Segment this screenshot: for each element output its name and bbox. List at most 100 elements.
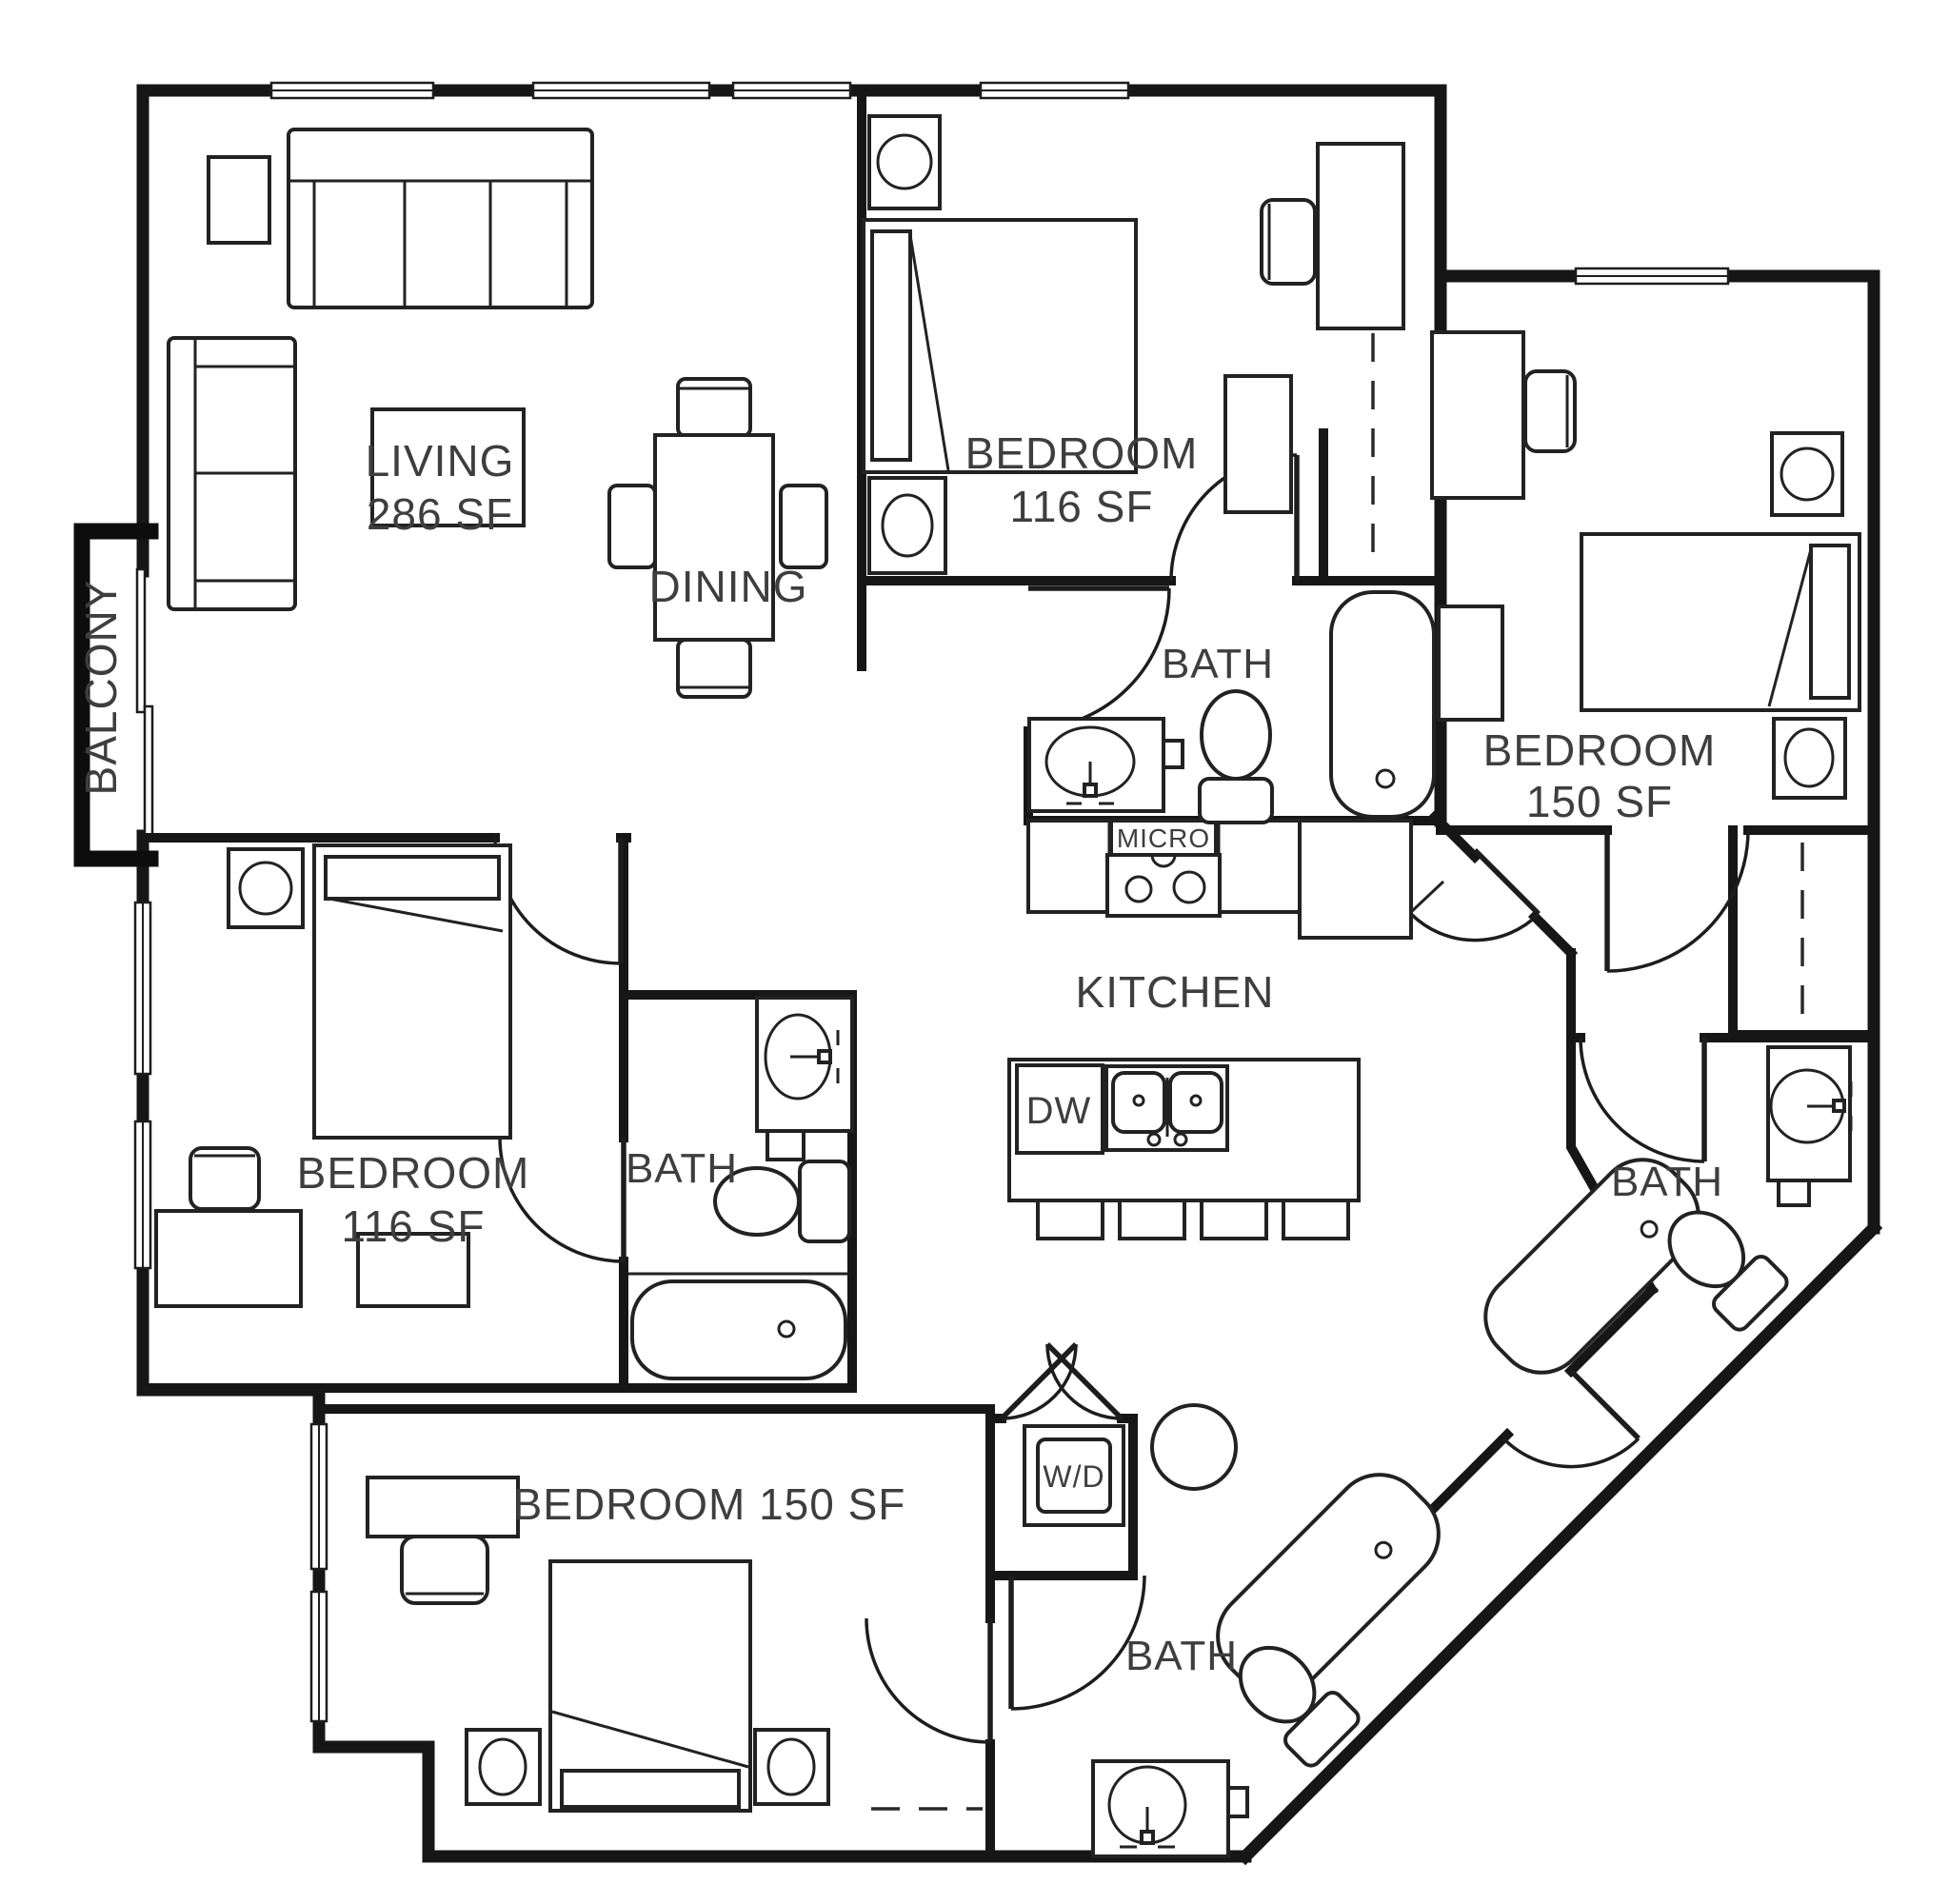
bedroom-top-furniture — [862, 114, 1405, 575]
bar-stool — [1200, 1199, 1268, 1240]
bedroom-bottom-furniture — [366, 1476, 830, 1813]
bar-stool — [1282, 1199, 1350, 1240]
double-sink — [1104, 1064, 1229, 1152]
nightstand — [1772, 717, 1847, 800]
room-label-kitchen: KITCHEN — [1076, 967, 1275, 1017]
chair — [400, 1535, 489, 1605]
window — [309, 1590, 328, 1723]
bathtub — [1483, 1158, 1700, 1375]
room-label-living: LIVING — [366, 436, 515, 486]
window — [309, 1422, 328, 1571]
nightstand — [867, 476, 947, 575]
door-bottom-bedroom — [865, 1617, 993, 1744]
soap-dish — [1226, 1786, 1249, 1818]
chair — [1260, 198, 1317, 286]
interior-walls — [138, 86, 1879, 1861]
washer-dryer — [1023, 1424, 1125, 1527]
dining-chair — [779, 484, 828, 569]
bed — [548, 1559, 752, 1813]
toilet — [713, 1160, 851, 1243]
coffee-table — [370, 407, 526, 527]
vanity-sink — [755, 996, 854, 1161]
balcony-slider-panel — [143, 704, 154, 842]
desk-and-chair — [154, 1146, 303, 1308]
bed — [862, 218, 1138, 474]
dresser — [1223, 374, 1293, 514]
room-label-bath-bottom: BATH — [1125, 1633, 1238, 1679]
microwave — [1109, 819, 1218, 857]
kitchen-island — [1007, 1058, 1361, 1240]
nightstand — [465, 1728, 542, 1806]
window — [531, 81, 711, 100]
soap-dish — [1162, 739, 1184, 769]
kitchen-counters — [1026, 819, 1445, 940]
room-label-bedroom-right: BEDROOM — [1483, 725, 1717, 775]
bath-top-fixtures — [1027, 590, 1436, 824]
door-washer-dryer-double — [1000, 1342, 1124, 1420]
dining-chair — [607, 484, 657, 569]
soap-dish — [1777, 1179, 1811, 1207]
end-table — [207, 155, 271, 245]
desk-and-chair — [1260, 142, 1405, 330]
window — [979, 81, 1130, 100]
hall-table — [1150, 1403, 1238, 1491]
bar-stool — [1036, 1199, 1104, 1240]
armchair — [167, 336, 297, 611]
desk — [1316, 142, 1405, 330]
room-label-balcony: BALCONY — [76, 580, 126, 796]
bedroom-right-furniture — [1430, 330, 1861, 800]
desk — [1430, 330, 1525, 500]
bath-right-fixtures — [1483, 1045, 1853, 1375]
room-label-bedroom-left: BEDROOM — [297, 1148, 530, 1198]
dresser — [1437, 605, 1504, 722]
windows — [133, 81, 1730, 1723]
door-right-bath — [1579, 1037, 1707, 1163]
bed — [312, 843, 512, 1140]
bar-stool — [1118, 1199, 1186, 1240]
vanity-sink — [1027, 717, 1184, 813]
sofa — [287, 128, 594, 309]
dining-table — [653, 433, 775, 642]
room-area-bedroom-left: 116 SF — [342, 1201, 486, 1251]
room-label-bath-right: BATH — [1611, 1159, 1723, 1205]
window — [133, 1120, 152, 1270]
window — [133, 901, 152, 1076]
desk — [366, 1476, 520, 1538]
refrigerator — [1298, 819, 1413, 940]
door-bottom-bath — [1008, 1575, 1146, 1711]
toilet — [1238, 1645, 1361, 1768]
dresser — [356, 1232, 470, 1308]
counter-corner — [1409, 880, 1445, 914]
door-unit-entry — [1409, 848, 1541, 942]
door-corridor-right-bath — [1502, 1369, 1641, 1469]
bathtub — [1329, 590, 1436, 819]
door-top-bath — [1027, 585, 1171, 731]
room-area-bedroom-right: 150 SF — [1526, 777, 1673, 826]
desk-and-chair — [1430, 330, 1577, 500]
vanity-sink — [1766, 1045, 1853, 1207]
room-labels: LIVING 286 SF DINING BALCONY BEDROOM 116… — [76, 428, 1723, 1679]
nightstand — [753, 1728, 830, 1806]
chair — [189, 1146, 261, 1211]
window — [731, 81, 852, 100]
room-area-bedroom-top: 116 SF — [1010, 482, 1154, 531]
bed — [1580, 532, 1861, 712]
nightstand — [227, 847, 305, 929]
soap-dish — [766, 1129, 805, 1161]
dining-set — [607, 377, 828, 699]
appliance-label-dw: DW — [1026, 1090, 1092, 1132]
stove — [1105, 853, 1222, 918]
balcony-walls — [73, 523, 159, 867]
bath-bottom-fixtures — [1091, 1473, 1441, 1858]
room-label-dining: DINING — [649, 562, 808, 611]
toilet — [1198, 689, 1274, 824]
door-left-bedroom — [493, 837, 624, 965]
closet-dash-lines — [871, 333, 1804, 1811]
window — [1574, 267, 1730, 286]
nightstand — [867, 114, 942, 210]
bathtub — [630, 1279, 847, 1380]
appliance-label-micro: MICRO — [1117, 823, 1210, 853]
bathtub — [1216, 1473, 1441, 1697]
toilet — [1667, 1210, 1789, 1332]
